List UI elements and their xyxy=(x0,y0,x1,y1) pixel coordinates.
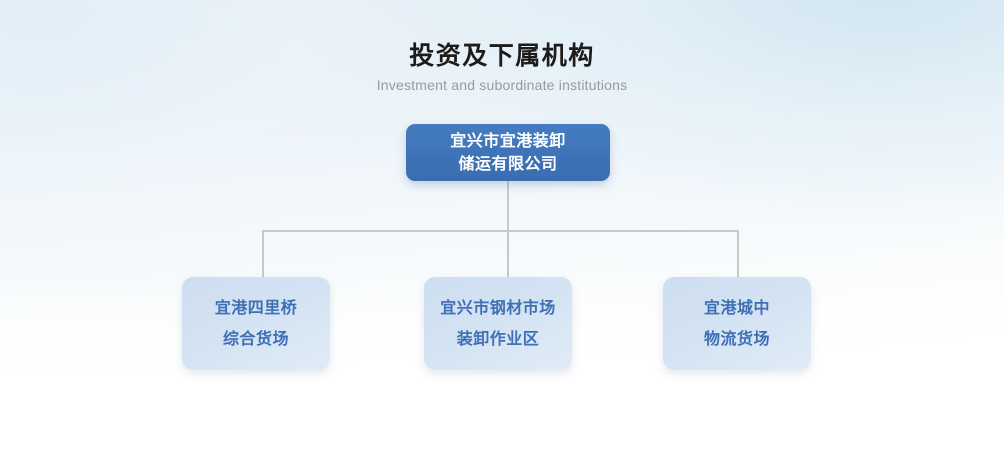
org-node-child-2-line-1: 宜港城中 xyxy=(703,299,770,317)
org-node-child-0-line-1: 宜港四里桥 xyxy=(214,299,298,317)
connector-horizontal-bar xyxy=(262,230,739,232)
org-node-child-1-line-1: 宜兴市钢材市场 xyxy=(440,299,556,317)
org-node-root-line-1: 宜兴市宜港装卸 xyxy=(450,132,566,150)
page-title: 投资及下属机构 xyxy=(409,42,595,70)
connector-drop-child-0 xyxy=(262,230,264,277)
org-node-child-2[interactable]: 宜港城中 物流货场 xyxy=(663,277,811,370)
page-subtitle: Investment and subordinate institutions xyxy=(376,77,628,93)
org-node-child-2-line-2: 物流货场 xyxy=(703,330,770,348)
org-node-root-line-2: 储运有限公司 xyxy=(458,155,558,173)
org-node-root[interactable]: 宜兴市宜港装卸 储运有限公司 xyxy=(406,124,610,181)
org-node-child-0[interactable]: 宜港四里桥 综合货场 xyxy=(182,277,330,370)
org-node-child-1[interactable]: 宜兴市钢材市场 装卸作业区 xyxy=(424,277,572,370)
org-node-child-0-line-2: 综合货场 xyxy=(222,330,289,348)
org-node-child-1-line-2: 装卸作业区 xyxy=(456,330,540,348)
connector-root-stem xyxy=(507,181,509,277)
page-heading: 投资及下属机构 Investment and subordinate insti… xyxy=(0,40,1004,94)
connector-drop-child-2 xyxy=(737,230,739,277)
